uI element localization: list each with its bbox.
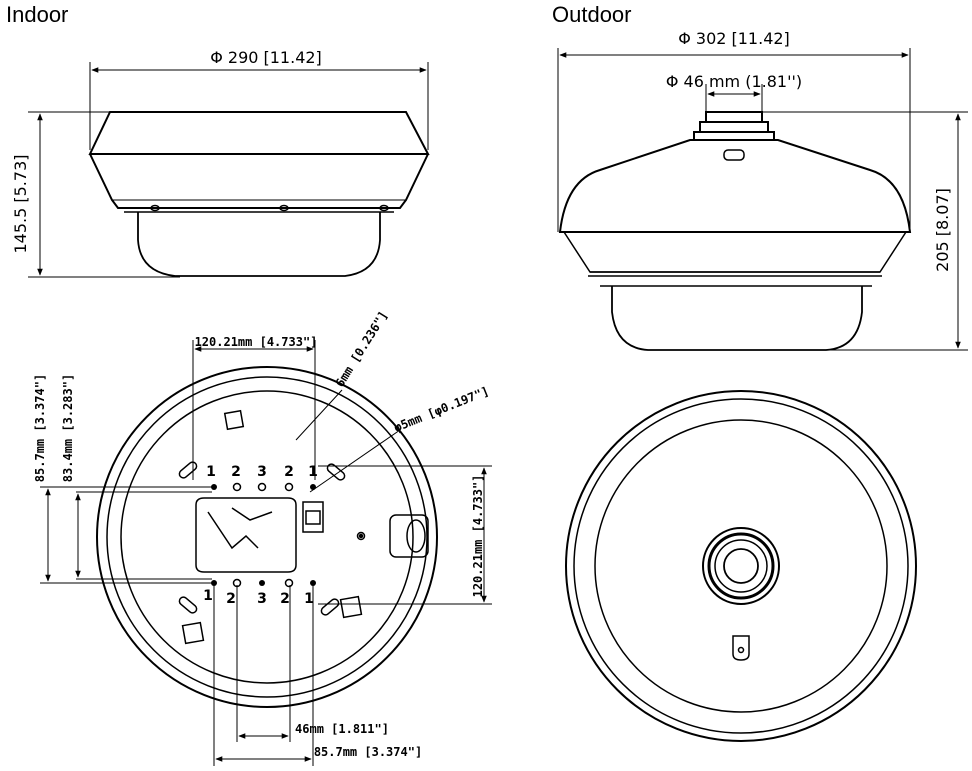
outdoor-title: Outdoor [552, 2, 632, 27]
hole-label-2d: 2 [280, 591, 290, 607]
indoor-bottom-view [40, 340, 492, 766]
hole-diameter-label: φ5mm [φ0.197"] [392, 384, 491, 435]
hole-label-1a: 1 [206, 464, 216, 480]
left-inner-label: 83.4mm [3.283"] [61, 374, 75, 482]
hole-label-1b: 1 [308, 464, 318, 480]
mount-holes-bottom [211, 578, 316, 588]
outdoor-pipe-label: Φ 46 mm (1.81'') [666, 72, 802, 91]
top-span-label: 120.21mm [4.733"] [195, 335, 318, 349]
hole-label-2b: 2 [284, 464, 294, 480]
bottom-inner-label: 46mm [1.811"] [295, 722, 389, 736]
outdoor-height-label: 205 [8.07] [933, 188, 952, 272]
bottom-outer-label: 85.7mm [3.374"] [314, 745, 422, 759]
outdoor-diameter-label: Φ 302 [11.42] [678, 29, 790, 48]
hole-label-1d: 1 [304, 591, 314, 607]
hole-label-3b: 3 [257, 591, 267, 607]
right-span-label: 120.21mm [4.733"] [471, 475, 485, 598]
hole-label-3a: 3 [257, 464, 267, 480]
outdoor-side-view [557, 48, 968, 351]
indoor-title: Indoor [6, 2, 69, 27]
hole-label-1c: 1 [203, 588, 213, 604]
outdoor-bottom-view [565, 390, 917, 742]
hole-label-2a: 2 [231, 464, 241, 480]
slot-width-label: 6mm [0.236"] [333, 309, 391, 390]
indoor-side-view [28, 62, 430, 278]
indoor-diameter-label: Φ 290 [11.42] [210, 48, 322, 67]
mount-holes-top [211, 482, 316, 492]
indoor-height-label: 145.5 [5.73] [11, 155, 30, 254]
left-outer-label: 85.7mm [3.374"] [33, 374, 47, 482]
hole-label-2c: 2 [226, 591, 236, 607]
